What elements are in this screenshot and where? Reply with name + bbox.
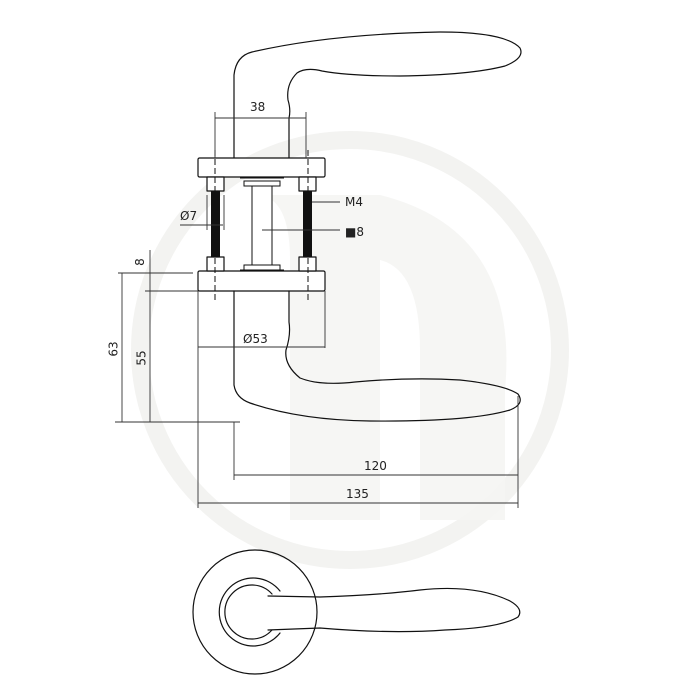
bottom-lever-outline <box>233 290 521 422</box>
dim-bolt-diameter: Ø7 <box>180 209 198 223</box>
dim-rosette-thickness: 8 <box>132 258 147 266</box>
rosette-inner <box>224 584 273 640</box>
rosette-outer <box>192 549 318 675</box>
dim-rosette-pitch: 38 <box>250 100 266 114</box>
dim-rosette-diameter: Ø53 <box>243 332 268 346</box>
dim-total-height: 63 <box>106 341 121 357</box>
bottom-rosette-plate <box>197 270 326 292</box>
dim-bolt-thread: M4 <box>345 195 363 209</box>
top-rosette-plate <box>197 157 326 178</box>
dim-spindle-square: ■8 <box>345 225 364 239</box>
spindle <box>251 185 273 267</box>
top-view-lever <box>267 587 521 633</box>
watermark-logo-icon <box>131 131 569 569</box>
dim-lever-height: 55 <box>134 350 149 366</box>
rosette-middle <box>218 577 281 647</box>
dim-total-length: 135 <box>346 487 369 501</box>
top-lever-outline <box>233 31 522 159</box>
dim-lever-projection: 120 <box>364 459 387 473</box>
